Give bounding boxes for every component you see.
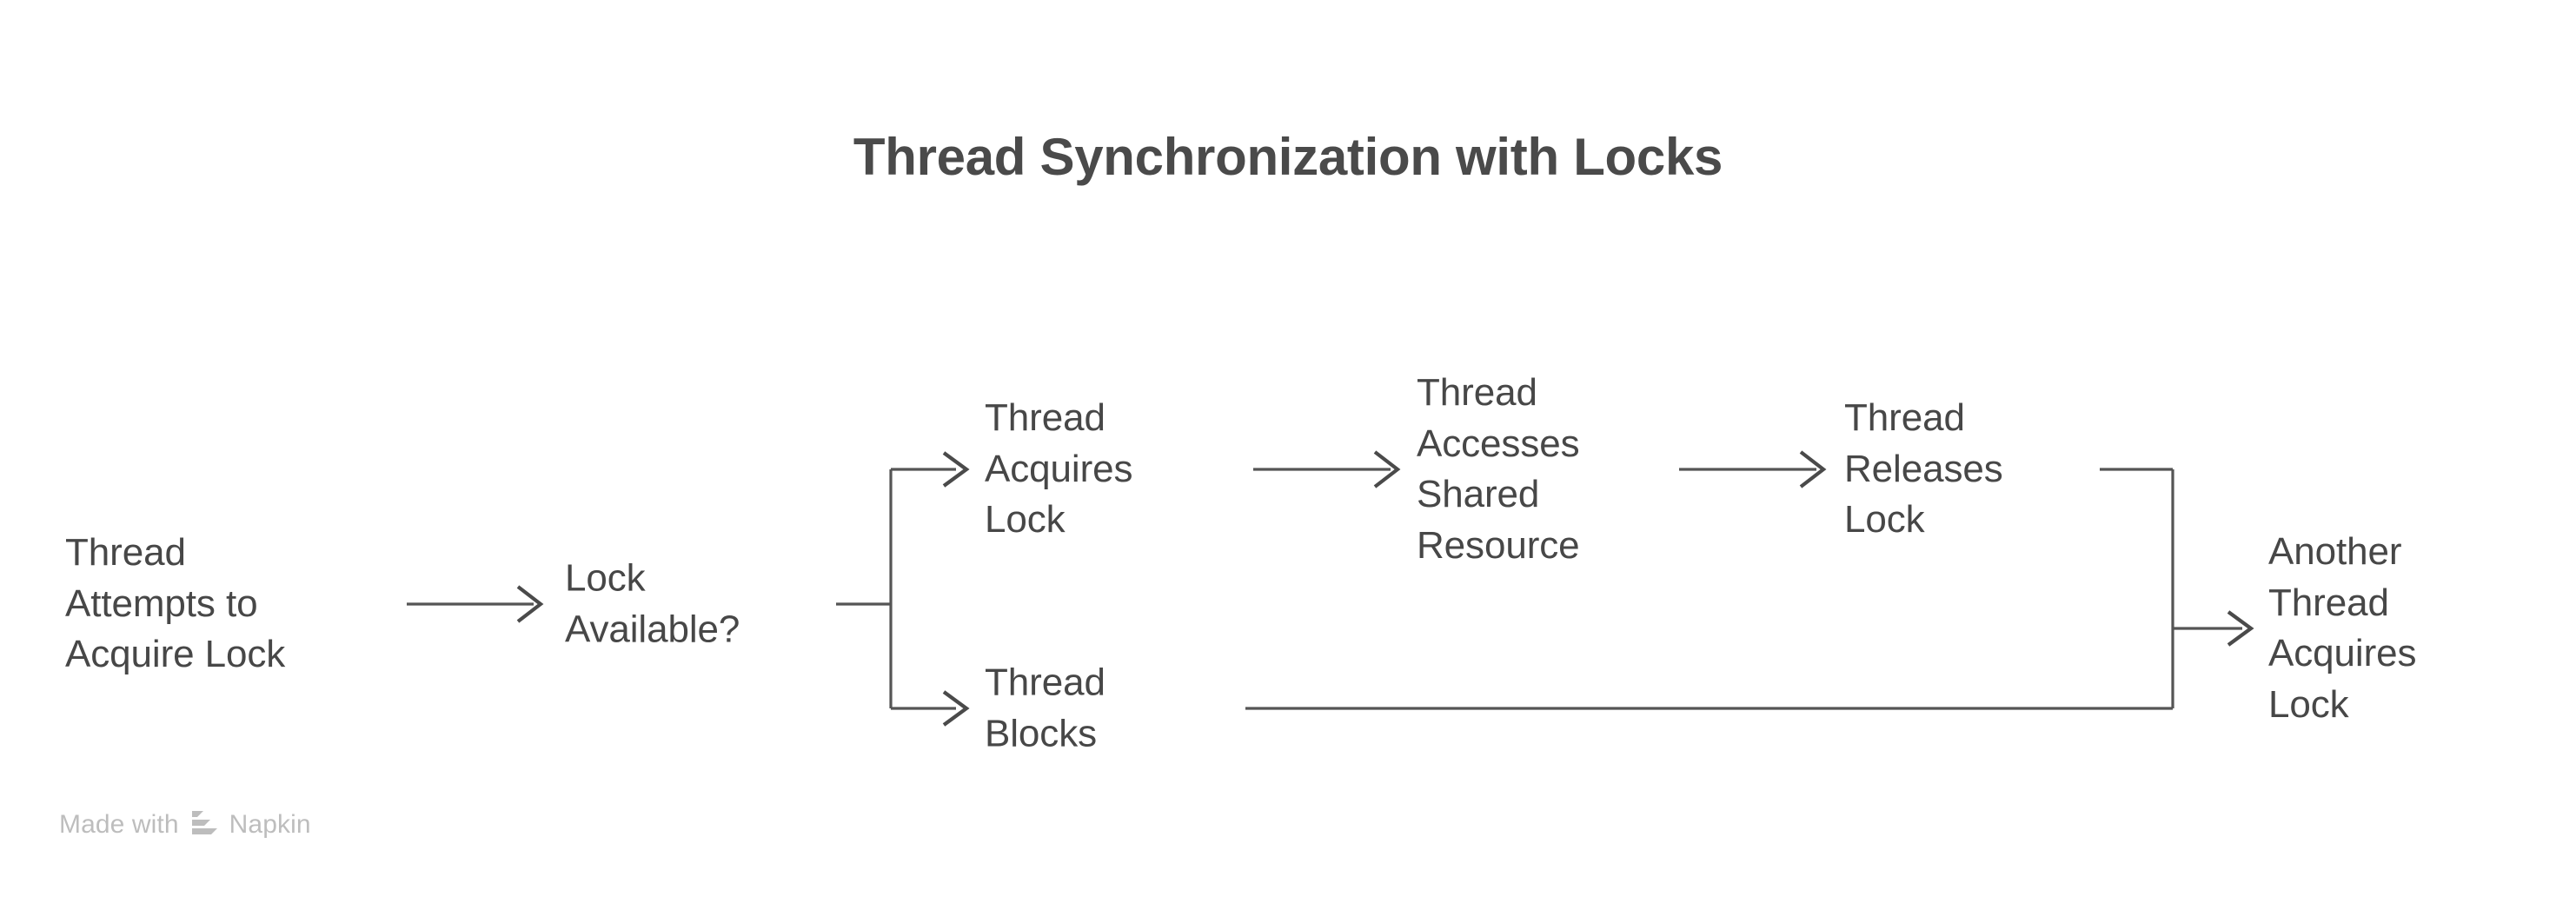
node-another-thread-acquires-lock[interactable]: Another Thread Acquires Lock [2268, 529, 2417, 726]
page-title: Thread Synchronization with Locks [853, 128, 1723, 186]
made-with-napkin-watermark[interactable]: Made with Napkin [59, 810, 311, 840]
edge-acquires-to-accesses [1253, 450, 1401, 488]
node-lock-available[interactable]: Lock Available? [565, 556, 740, 650]
made-with-label: Made with [59, 810, 179, 839]
napkin-logo-icon [189, 810, 220, 840]
node-thread-accesses-shared-resource[interactable]: Thread Accesses Shared Resource [1417, 370, 1580, 567]
napkin-brand-label: Napkin [229, 810, 311, 839]
edge-available-to-blocks [891, 690, 970, 727]
node-thread-releases-lock[interactable]: Thread Releases Lock [1844, 396, 2003, 542]
node-thread-acquires-lock[interactable]: Thread Acquires Lock [985, 396, 1133, 542]
merge-junction-to-another-thread [2171, 469, 2254, 708]
edge-attempts-to-available [407, 585, 544, 623]
edge-available-to-acquires [891, 451, 970, 488]
node-thread-attempts-to-acquire-lock[interactable]: Thread Attempts to Acquire Lock [65, 531, 286, 676]
node-thread-blocks[interactable]: Thread Blocks [985, 661, 1105, 754]
